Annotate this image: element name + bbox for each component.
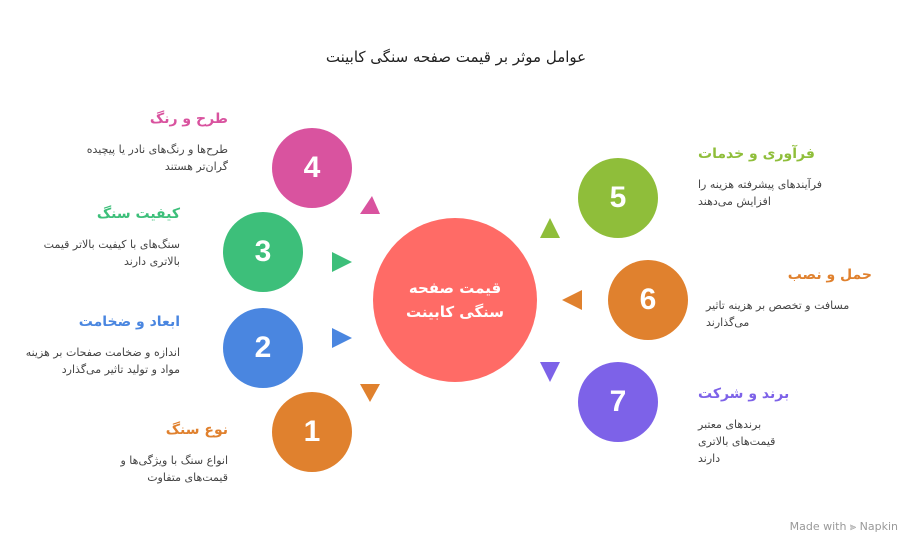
item-7: برند و شرکت برندهای معتبر قیمت‌های بالات… [698,386,798,467]
pointer-2 [332,328,352,348]
item-1: نوع سنگ انواع سنگ با ویژگی‌ها و قیمت‌های… [78,422,228,486]
item-5: فرآوری و خدمات فرآیندهای پیشرفته هزینه ر… [698,146,838,210]
item-desc: طرح‌ها و رنگ‌های نادر یا پیچیده گران‌تر … [86,143,228,173]
circle-6: 6 [608,260,688,340]
item-4: طرح و رنگ طرح‌ها و رنگ‌های نادر یا پیچید… [78,111,228,175]
center-topic: قیمت صفحه سنگی کابینت [373,218,537,382]
pointer-1 [360,384,380,402]
item-desc: اندازه و ضخامت صفحات بر هزینه مواد و تول… [25,346,180,376]
item-desc: سنگ‌های با کیفیت بالاتر قیمت بالاتری دار… [43,238,180,268]
circle-2: 2 [223,308,303,388]
item-3: کیفیت سنگ سنگ‌های با کیفیت بالاتر قیمت ب… [30,206,180,270]
circle-1: 1 [272,392,352,472]
item-title: نوع سنگ [165,422,228,438]
item-title: کیفیت سنگ [96,206,180,222]
item-title: برند و شرکت [698,386,790,402]
napkin-watermark: Made with ⫸ Napkin [789,520,898,533]
pointer-4 [360,196,380,214]
diagram-title: عوامل موثر بر قیمت صفحه سنگی کابینت [325,48,587,66]
circle-5: 5 [578,158,658,238]
item-title: حمل و نصب [787,267,872,283]
item-desc: مسافت و تخصص بر هزینه تاثیر می‌گذارند [706,299,850,329]
item-desc: انواع سنگ با ویژگی‌ها و قیمت‌های متفاوت [120,454,228,484]
item-title: ابعاد و ضخامت [78,314,180,330]
circle-3: 3 [223,212,303,292]
pointer-6 [562,290,582,310]
circle-4: 4 [272,128,352,208]
circle-7: 7 [578,362,658,442]
item-title: فرآوری و خدمات [698,146,815,162]
pointer-3 [332,252,352,272]
item-desc: برندهای معتبر قیمت‌های بالاتری دارند [698,418,776,465]
item-desc: فرآیندهای پیشرفته هزینه را افزایش می‌دهن… [698,178,823,208]
item-title: طرح و رنگ [149,111,228,127]
pointer-7 [540,362,560,382]
item-6: حمل و نصب مسافت و تخصص بر هزینه تاثیر می… [706,267,872,331]
pointer-5 [540,218,560,238]
item-2: ابعاد و ضخامت اندازه و ضخامت صفحات بر هز… [20,314,180,378]
